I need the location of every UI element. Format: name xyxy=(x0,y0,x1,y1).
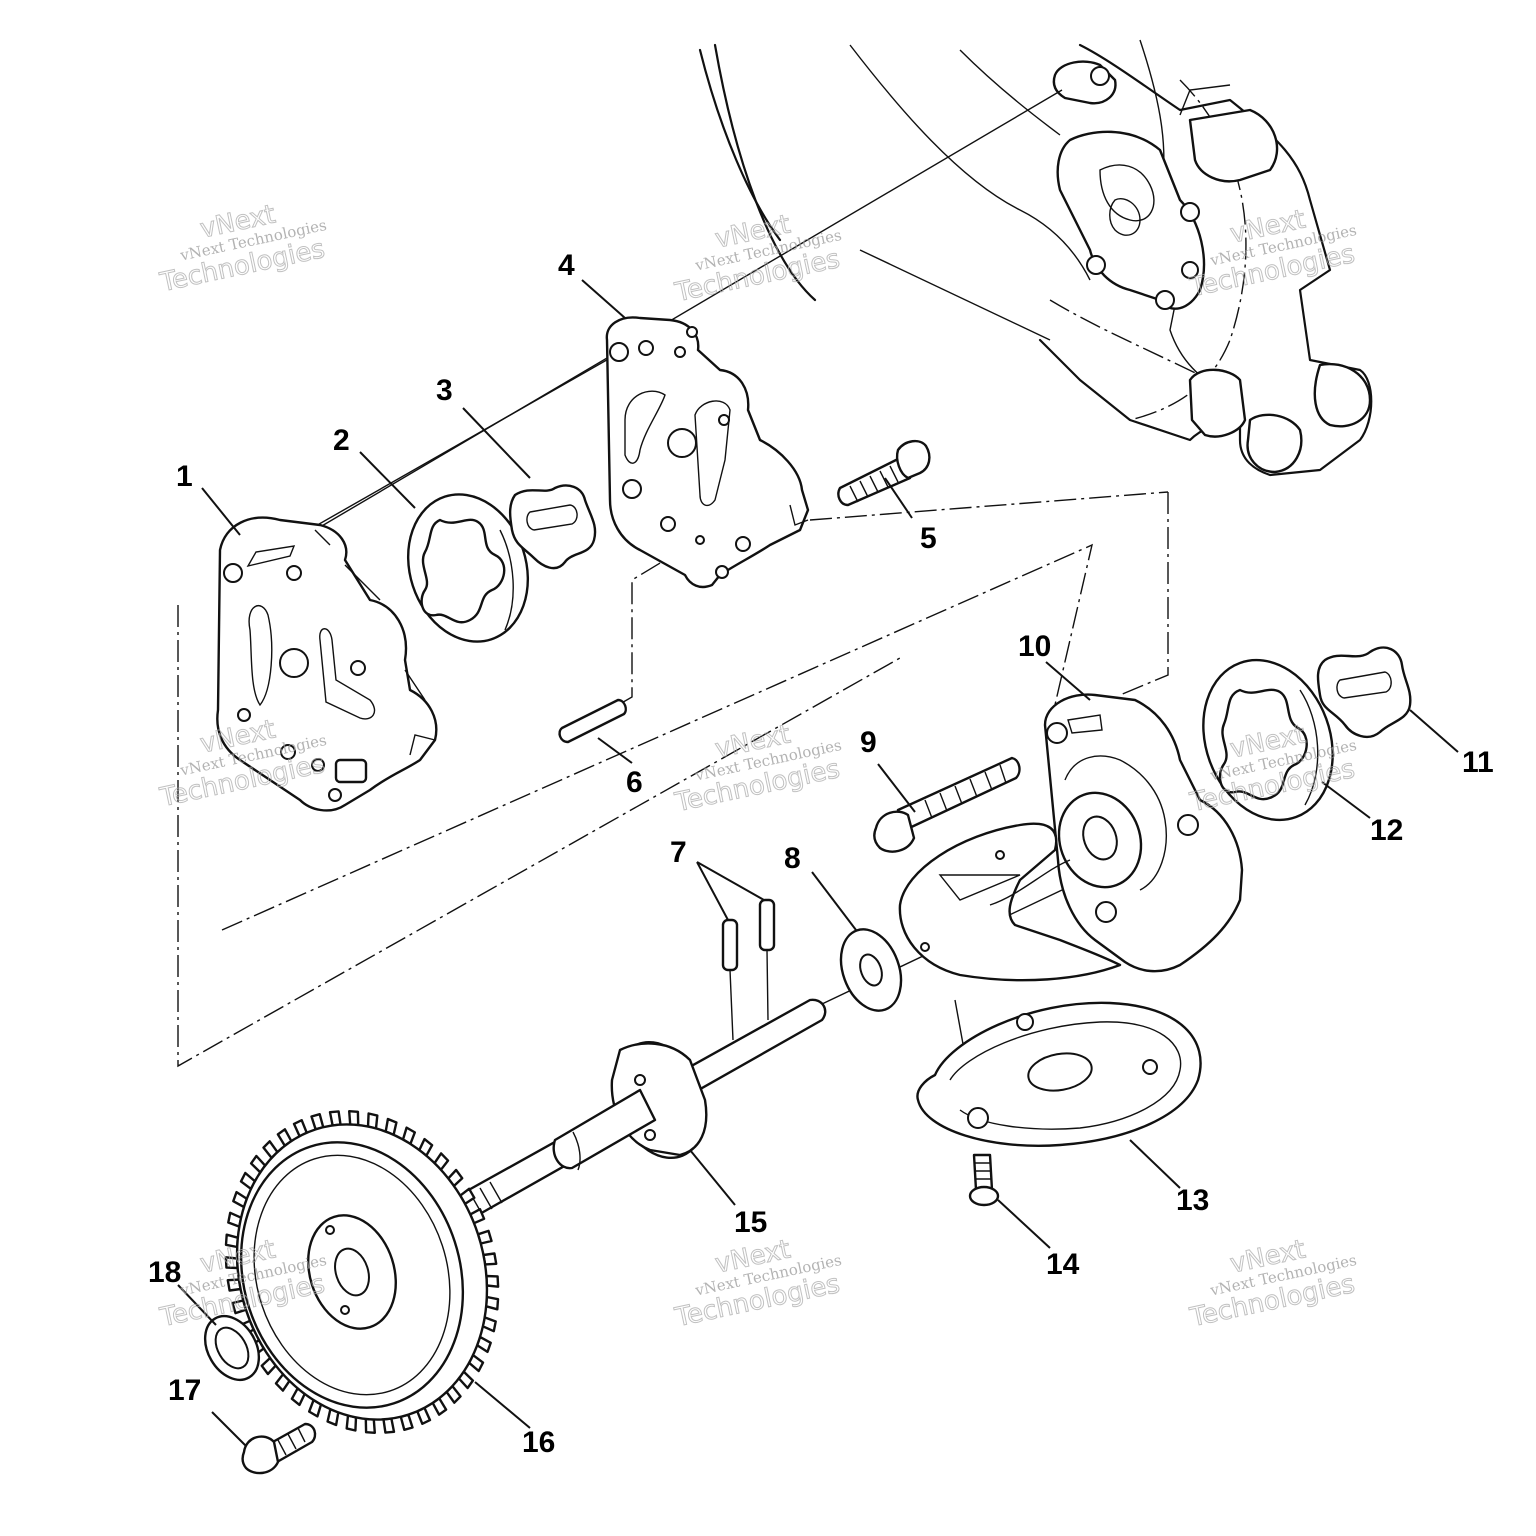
callout-10: 10 xyxy=(1018,630,1051,663)
callout-5: 5 xyxy=(920,522,937,555)
leader-lines xyxy=(177,279,1459,1447)
engine-case xyxy=(698,39,1373,477)
gear-teeth xyxy=(224,1110,500,1434)
callout-numbers: 1 2 3 4 5 6 7 8 9 10 11 12 13 14 15 16 1… xyxy=(148,249,1494,1459)
screw-part-5 xyxy=(837,439,931,507)
callout-13: 13 xyxy=(1176,1184,1209,1217)
callout-4: 4 xyxy=(558,249,575,282)
watermark: vNext vNext Technologies Technologies xyxy=(156,199,328,299)
watermark: vNext vNext Technologies Technologies xyxy=(1186,204,1358,304)
long-bolt-part-9 xyxy=(873,756,1021,853)
callout-14: 14 xyxy=(1046,1248,1080,1281)
drive-shaft-part-15 xyxy=(462,998,827,1217)
outer-rotor-part-12 xyxy=(1202,658,1334,822)
callout-2: 2 xyxy=(333,424,350,457)
pump-body-part-1 xyxy=(216,516,438,812)
callout-3: 3 xyxy=(436,374,453,407)
callout-9: 9 xyxy=(860,726,877,759)
watermark: vNext vNext Technologies Technologies xyxy=(1186,1234,1358,1334)
callout-6: 6 xyxy=(626,766,643,799)
inner-rotor-part-3 xyxy=(508,484,597,570)
pump-cover-part-10 xyxy=(898,693,1244,982)
bolt-part-17 xyxy=(241,1422,317,1475)
callout-18: 18 xyxy=(148,1256,181,1289)
callout-15: 15 xyxy=(734,1206,767,1239)
small-screw-part-14 xyxy=(968,1153,1000,1207)
callout-12: 12 xyxy=(1370,814,1403,847)
callout-16: 16 xyxy=(522,1426,555,1459)
seal-ring-part-18 xyxy=(203,1315,261,1381)
callout-11: 11 xyxy=(1462,746,1494,779)
inner-rotor-part-11 xyxy=(1316,646,1412,739)
gasket-part-13 xyxy=(916,1001,1202,1147)
washer-part-8 xyxy=(839,928,903,1012)
callout-7: 7 xyxy=(670,836,687,869)
pins-part-7 xyxy=(721,898,776,1041)
watermark: vNext vNext Technologies Technologies xyxy=(671,209,843,309)
callout-1: 1 xyxy=(176,460,193,493)
watermark: vNext vNext Technologies Technologies xyxy=(671,1234,843,1334)
drive-gear-part-16 xyxy=(224,1110,500,1434)
dowel-pin-part-6 xyxy=(558,698,627,744)
callout-8: 8 xyxy=(784,842,801,875)
watermark: vNext vNext Technologies Technologies xyxy=(671,719,843,819)
callout-17: 17 xyxy=(168,1374,201,1407)
outer-rotor-part-2 xyxy=(406,493,530,643)
pump-plate-part-4 xyxy=(605,316,810,589)
